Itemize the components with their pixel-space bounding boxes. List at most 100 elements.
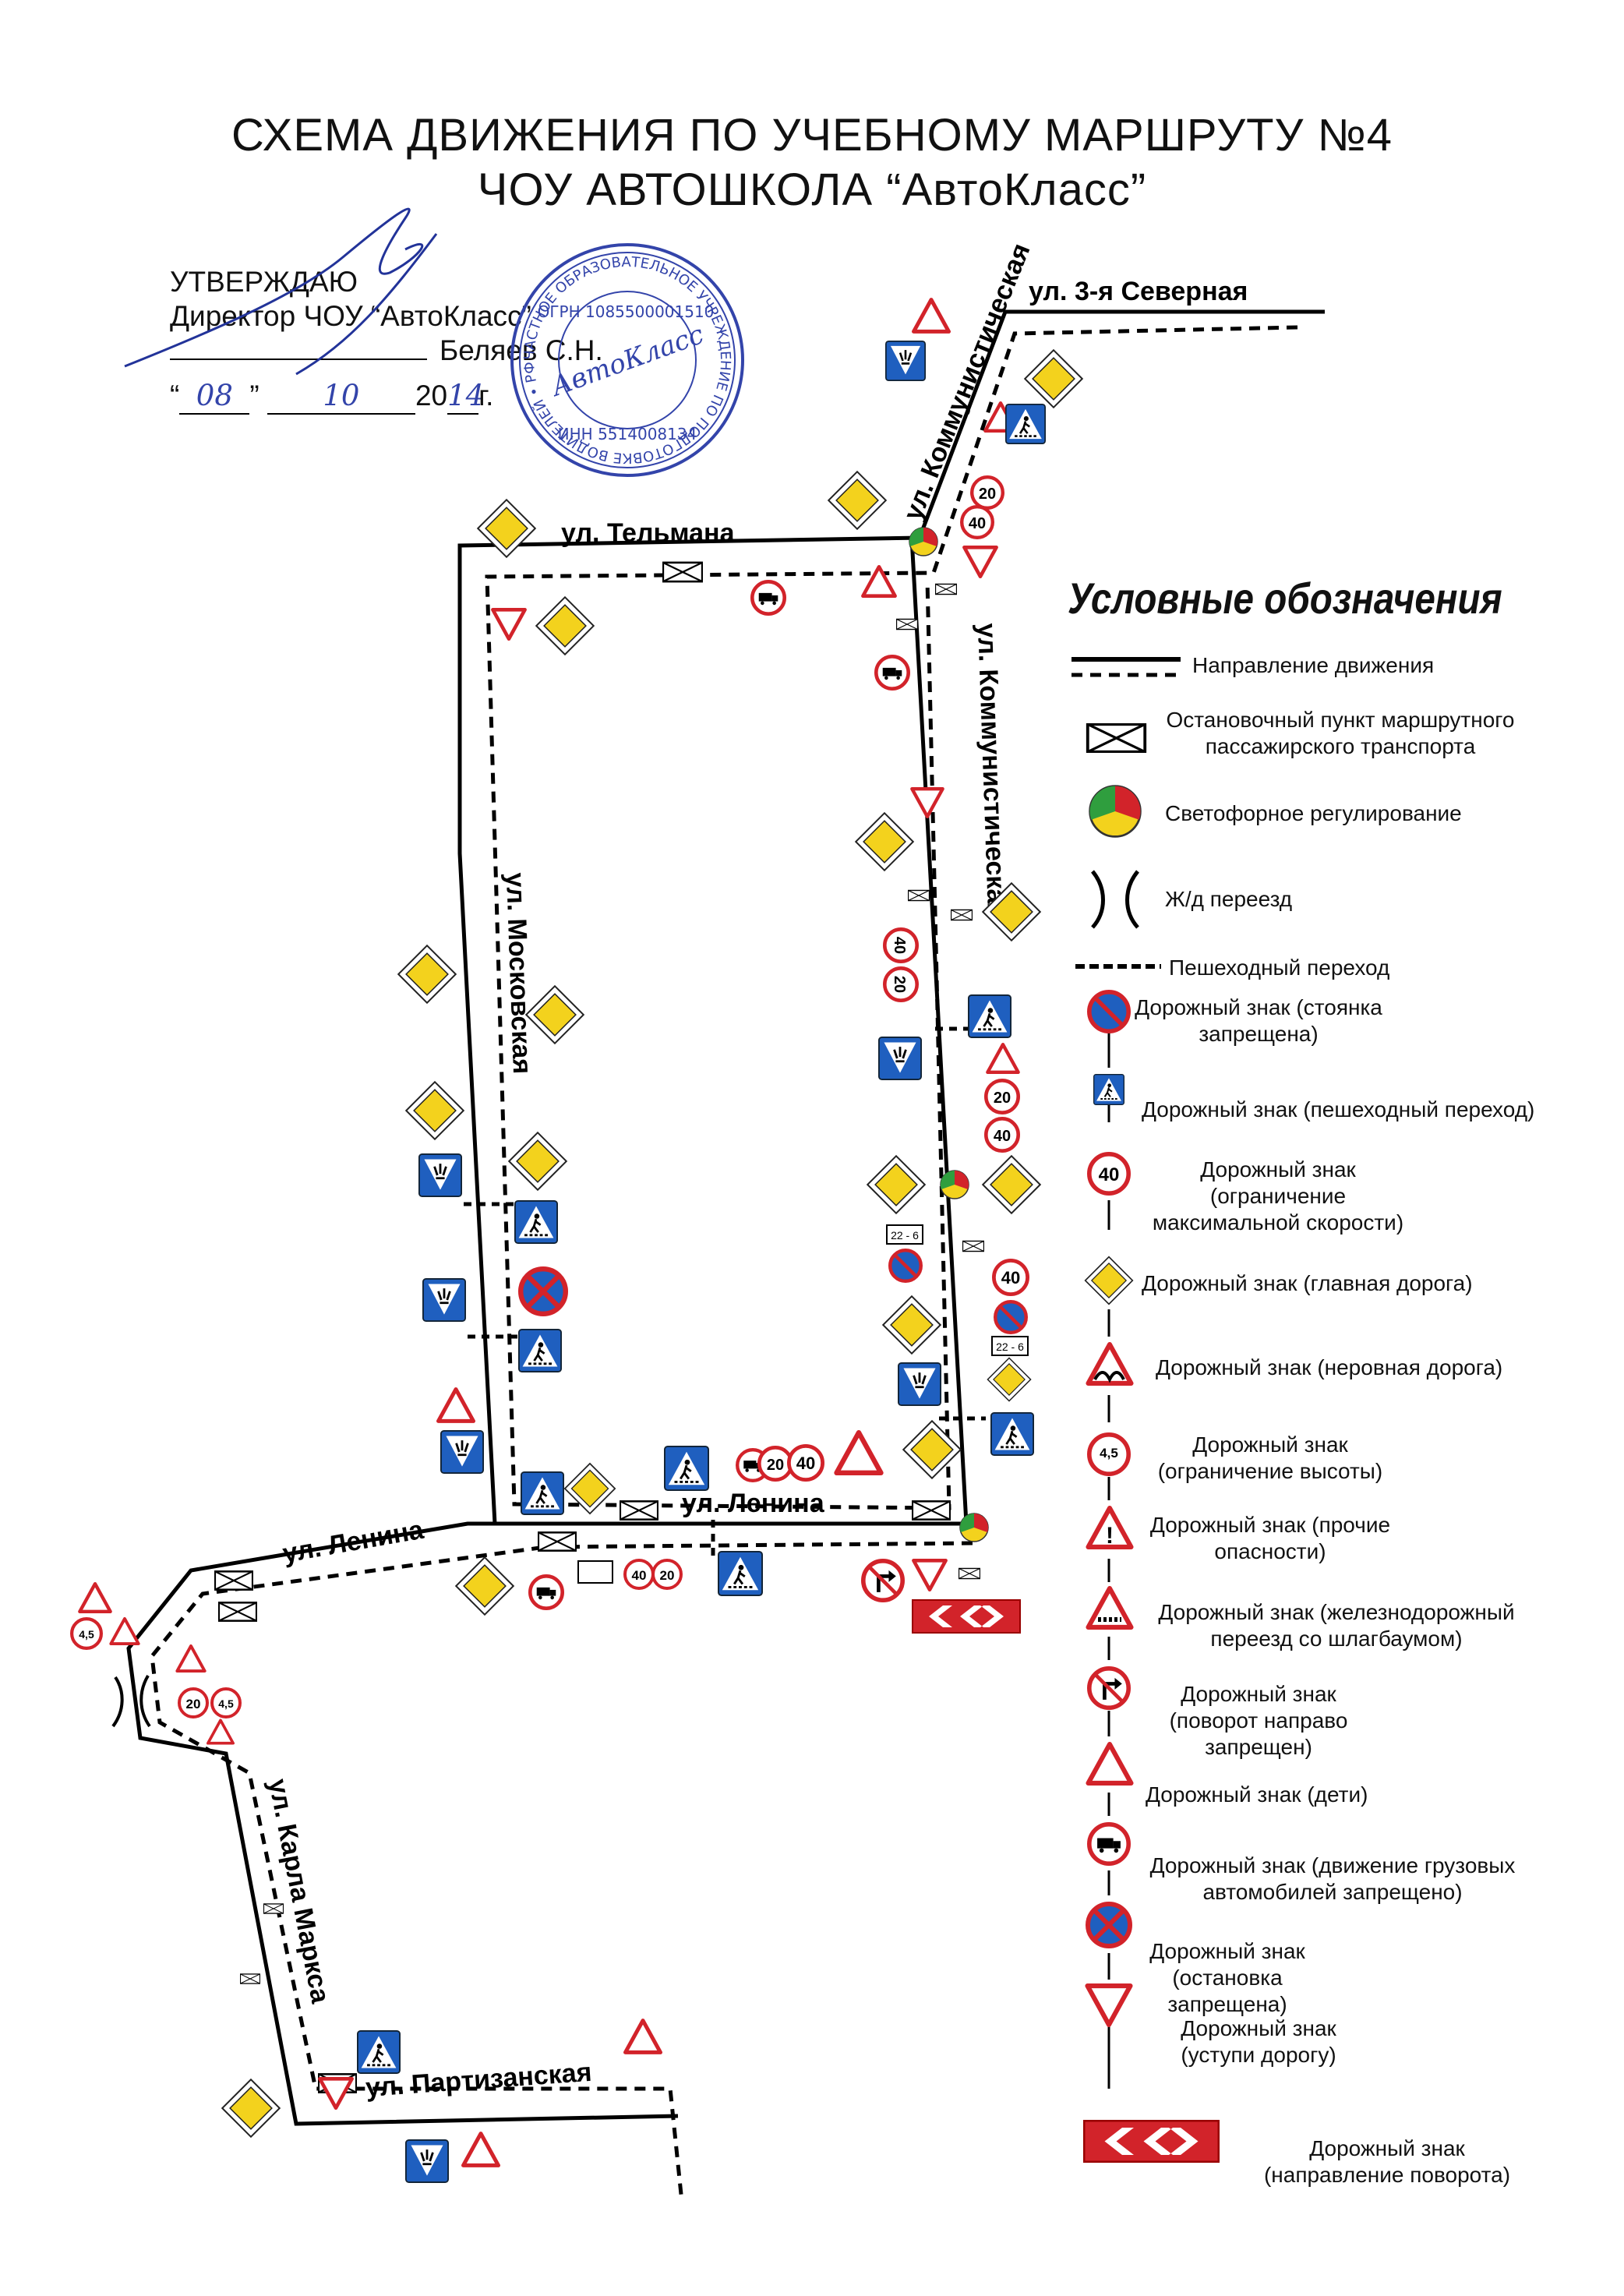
title-line-1: СХЕМА ДВИЖЕНИЯ ПО УЧЕБНОМУ МАРШРУТУ №4 [231, 110, 1393, 161]
speed-limit-value: 40 [891, 937, 908, 954]
speed-limit-value: 40 [994, 1128, 1011, 1145]
other-danger-sign-icon [863, 567, 895, 595]
speed-limit-value: 20 [660, 1568, 675, 1583]
pedestrian-crossing-sign-icon [521, 1471, 564, 1515]
main-road-sign-icon [855, 812, 914, 871]
legend-icons: 40 4,5 ! [1071, 657, 1220, 2163]
no-trucks-sign-icon [530, 1576, 562, 1608]
give-way-sign-icon [912, 789, 942, 817]
traffic-light-icon [1089, 785, 1142, 838]
legend-label-danger: Дорожный знак (прочие опасности) [1149, 1513, 1391, 1563]
approval-position: Директор ЧОУ “АвтоКласс” [170, 300, 531, 332]
main-road-sign-icon [987, 1357, 1032, 1402]
route-line [126, 309, 1325, 2126]
speed-limit-value: 40 [632, 1568, 647, 1583]
speed-limit-value: 20 [979, 486, 996, 503]
height-limit-value: 4,5 [79, 1628, 94, 1641]
stamp-inn: ИНН 5514008134 [558, 425, 697, 443]
main-road-sign-icon [1084, 1256, 1134, 1305]
other-danger-sign-icon [109, 1617, 140, 1645]
speed-limit-value: 20 [186, 1697, 201, 1711]
stamp-ogrn: ОГРН 1085500001510 [538, 302, 715, 321]
main-road-sign-icon [455, 1556, 514, 1616]
street-kommun-top: ул. Коммунистическая [898, 239, 1036, 525]
bus-stop-icon [218, 1602, 257, 1622]
speed-limit-value: 20 [994, 1090, 1011, 1107]
no-trucks-sign-icon [752, 581, 784, 613]
legend-label-height: Дорожный знак (ограничение высоты) [1157, 1432, 1383, 1483]
pedestrian-crossing-sign-icon [1093, 1074, 1124, 1105]
legend-label-no-right-turn: Дорожный знак (поворот направо запрещен) [1169, 1682, 1348, 1759]
blue-sign-icon [405, 2139, 449, 2183]
rough-road-sign-icon [987, 1044, 1018, 1072]
main-road-signs [221, 349, 1083, 2138]
speed-limit-value: 20 [891, 976, 908, 993]
turn-direction-sign-icon [1082, 2120, 1220, 2163]
main-road-sign-icon [882, 1295, 941, 1355]
blue-sign-icon [898, 1362, 941, 1406]
legend-label-no-trucks: Дорожный знак (движение грузовых автомоб… [1149, 1853, 1516, 1904]
speed-limit-value: 20 [767, 1457, 784, 1474]
railway-barrier-sign-icon [175, 1644, 207, 1673]
legend-title: Условные обозначения [1068, 574, 1502, 623]
date-suffix: г. [478, 380, 494, 412]
date-year-suffix: 14 [447, 379, 484, 415]
main-road-sign-icon [221, 2079, 281, 2138]
bus-stop-icon [912, 1500, 951, 1521]
children-sign-icon [626, 2021, 661, 2053]
give-way-sign-icon [492, 609, 524, 638]
date-year-prefix: 20 [415, 380, 448, 412]
main-road-sign-icon [477, 499, 536, 558]
turn-direction-sign-icon [912, 1599, 1021, 1634]
main-road-sign-icon [405, 1081, 464, 1140]
rough-road-sign-icon [914, 300, 949, 332]
bus-stop-icon [935, 584, 956, 594]
bus-stop-icon [240, 1974, 259, 1983]
pedestrian-crossing-sign-icon [518, 1329, 562, 1372]
plate-text: 22 - 6 [891, 1229, 919, 1242]
main-road-sign-icon [535, 596, 595, 655]
blue-sign-icon [878, 1037, 922, 1080]
children-sign-icon [464, 2134, 499, 2166]
give-way-sign-icon [1088, 1986, 1131, 2025]
organization-stamp: ЧАСТНОЕ ОБРАЗОВАТЕЛЬНОЕ УЧРЕЖДЕНИЕ ПО ПО… [510, 243, 744, 477]
legend-label-no-stopping: Дорожный знак (остановка запрещена) [1149, 1939, 1305, 2016]
give-way-sign-icon [964, 547, 996, 576]
no-stopping-sign-icon [521, 1269, 566, 1314]
pedestrian-crossing-sign-icon [990, 1412, 1034, 1456]
no-parking-sign-icon [890, 1250, 921, 1281]
children-sign-icon [439, 1390, 474, 1422]
give-way-sign-icon [320, 2079, 351, 2107]
legend-label-turn-direction: Дорожный знак (направление поворота) [1263, 2136, 1511, 2187]
signature-line [170, 335, 427, 360]
main-road-sign-icon [828, 471, 887, 530]
no-stopping-sign-icon [1088, 1904, 1130, 1946]
traffic-light-icon [940, 1170, 969, 1199]
legend-label-traffic-light: Светофорное регулирование [1165, 801, 1462, 825]
railway-crossing-icon [111, 1674, 151, 1728]
legend-label-route: Направление движения [1192, 653, 1435, 677]
height-limit-value: 4,5 [1100, 1446, 1118, 1461]
bus-stop-icon [951, 910, 972, 920]
director-signature [124, 207, 438, 376]
speed-limit-signs: 20 40 40 20 20 40 40 20 40 40 20 4,5 20 … [72, 477, 1028, 1718]
approval-heading: УТВЕРЖДАЮ [170, 266, 358, 298]
traffic-light-icon [909, 527, 938, 556]
speed-limit-value: 40 [969, 515, 986, 532]
legend-label-no-parking: Дорожный знак (стоянка запрещена) [1135, 995, 1382, 1046]
street-moskovskaya: ул. Московская [500, 872, 537, 1075]
main-road-sign-icon [867, 1155, 926, 1214]
main-road-sign-icon [397, 945, 457, 1004]
speed-limit-value: 40 [1099, 1164, 1120, 1185]
main-road-sign-icon [508, 1132, 567, 1191]
bus-stop-icon [620, 1500, 658, 1521]
legend-label-speed: Дорожный знак (ограничение максимальной … [1152, 1157, 1404, 1235]
street-severnaya: ул. 3-я Северная [1029, 277, 1248, 306]
legend-label-bus-stop: Остановочный пункт маршрутного пассажирс… [1166, 708, 1515, 758]
no-trucks-sign-icon [1089, 1824, 1128, 1863]
street-kommun-right: ул. Коммунистическая [972, 623, 1011, 920]
give-way-sign-icon [913, 1560, 945, 1589]
street-lenina-mid: ул. Ленина [682, 1489, 825, 1518]
